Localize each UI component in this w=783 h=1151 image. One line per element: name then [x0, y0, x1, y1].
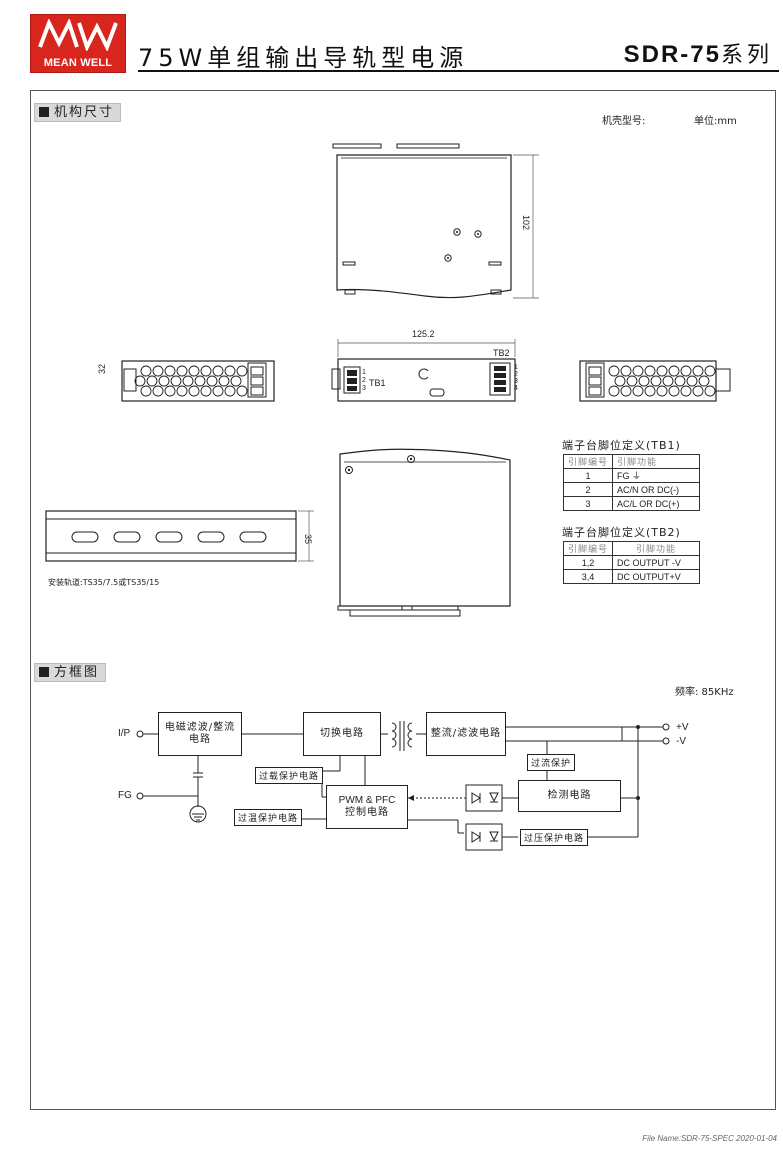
tb1-label: TB1	[369, 378, 386, 388]
tb1-row1-pin: 1	[562, 468, 614, 483]
switching-block: 切换电路	[303, 712, 381, 756]
tb2-pin-1: 1	[514, 364, 518, 371]
left-end-view	[121, 360, 275, 402]
square-bullet-icon	[39, 107, 49, 117]
series-name: SDR-75系列	[624, 37, 773, 69]
right-end-view	[579, 360, 731, 402]
series-suffix: 系列	[720, 43, 773, 68]
tb2-row2-pin: 3,4	[562, 569, 614, 584]
case-number-label: 机壳型号:	[602, 116, 646, 127]
tb2-row1-func: DC OUTPUT -V	[612, 555, 701, 570]
tb2-header-func: 引脚功能	[612, 541, 701, 556]
tb1-row2-func: AC/N OR DC(-)	[612, 482, 701, 497]
tb1-row1-func: FG ⏚	[612, 468, 701, 483]
front-view-drawing	[331, 339, 516, 402]
tb1-pin-3: 3	[362, 385, 366, 392]
top-view-drawing	[337, 448, 511, 617]
tb2-row2-func: DC OUTPUT+V	[612, 569, 701, 584]
dim-depth: 32	[97, 363, 107, 374]
overload-protection-label: 过载保护电路	[255, 767, 324, 784]
unit-label: 单位:mm	[694, 116, 737, 127]
ip-label: I/P	[118, 728, 131, 739]
block-diagram-wiring	[136, 721, 670, 851]
pwm-line1: PWM & PFC	[338, 795, 396, 806]
section-block-title: 方框图	[54, 665, 100, 680]
tb2-label: TB2	[493, 348, 510, 358]
side-view-drawing	[332, 143, 539, 299]
tb1-pin-1: 1	[362, 369, 366, 376]
mw-logo-icon	[38, 19, 118, 51]
vminus-label: -V	[676, 736, 686, 747]
dim-width: 125.2	[412, 329, 435, 339]
mean-well-logo: MEAN WELL	[30, 14, 126, 73]
tb1-table-caption: 端子台脚位定义(TB1)	[562, 439, 681, 452]
section-mechanical-title: 机构尺寸	[54, 105, 115, 120]
file-name-footer: File Name:SDR-75-SPEC 2020-01-04	[642, 1134, 777, 1143]
tb1-row2-pin: 2	[562, 482, 614, 497]
emi-filter-block: 电磁滤波/整流电路	[158, 712, 242, 756]
dim-rail: 35	[303, 534, 313, 545]
header-rule	[138, 70, 779, 72]
detect-block: 检测电路	[518, 780, 621, 812]
fg-label: FG	[118, 790, 132, 801]
din-rail-drawing	[45, 510, 314, 562]
brand-name: MEAN WELL	[43, 57, 113, 69]
tb2-pin-3: 3	[514, 378, 518, 385]
tb2-table-caption: 端子台脚位定义(TB2)	[562, 526, 681, 539]
square-bullet-icon	[39, 667, 49, 677]
tb1-header-func: 引脚功能	[612, 454, 701, 469]
tb1-header-pin: 引脚编号	[562, 454, 614, 469]
pwm-line2: 控制电路	[345, 807, 389, 818]
tb1-row3-pin: 3	[562, 496, 614, 511]
section-mechanical: 机构尺寸	[34, 103, 122, 122]
switching-frequency: 频率: 85KHz	[675, 687, 734, 698]
tb2-pin-2: 2	[514, 371, 518, 378]
series-model: SDR-75	[623, 41, 721, 68]
rail-note: 安装轨道:TS35/7.5或TS35/15	[48, 578, 160, 587]
vplus-label: +V	[676, 722, 689, 733]
tb2-header-pin: 引脚编号	[562, 541, 614, 556]
tb2-pin-4: 4	[514, 385, 518, 392]
tb1-row3-func: AC/L OR DC(+)	[612, 496, 701, 511]
tb2-row1-pin: 1,2	[562, 555, 614, 570]
overcurrent-protection-label: 过流保护	[527, 754, 576, 771]
overvoltage-protection-label: 过压保护电路	[520, 829, 589, 846]
overtemp-protection-label: 过温保护电路	[234, 809, 303, 826]
tb1-pin-2: 2	[362, 377, 366, 384]
rectifier-block: 整流/滤波电路	[426, 712, 506, 756]
section-block-diagram: 方框图	[34, 663, 107, 682]
spec-frame	[30, 90, 776, 1110]
page-title: 75W单组输出导轨型电源	[138, 44, 469, 72]
dim-height: 102	[521, 215, 531, 231]
